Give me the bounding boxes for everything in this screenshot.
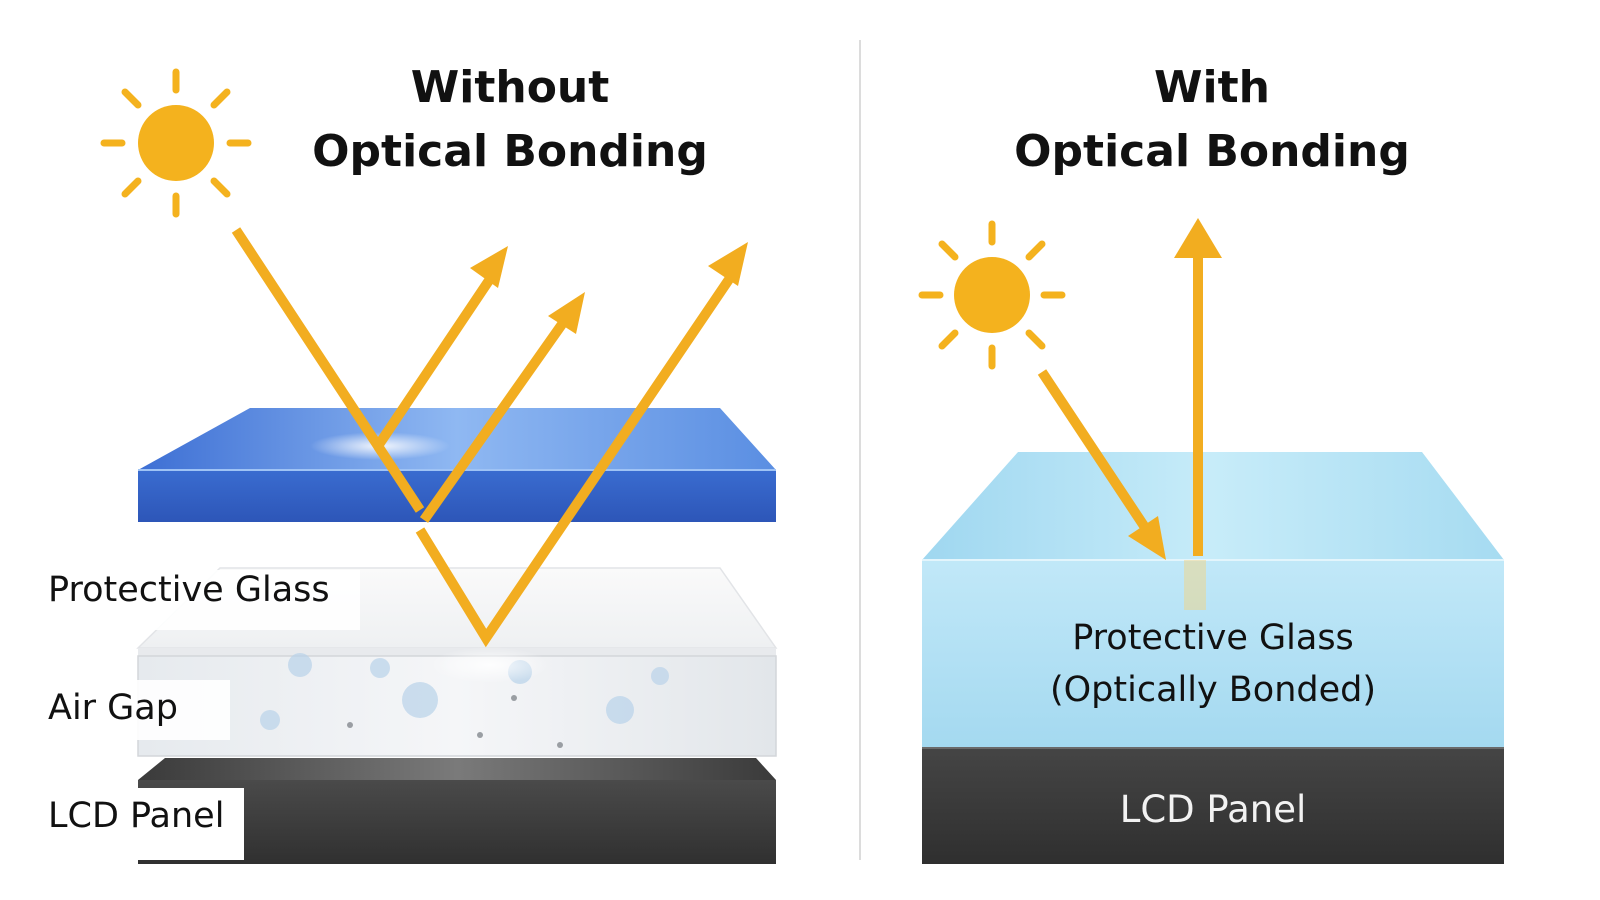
lcd-panel-label: LCD Panel: [48, 796, 225, 836]
center-divider: [859, 40, 861, 860]
with-bonding-title: With Optical Bonding: [982, 56, 1442, 184]
air-gap-layer: [137, 647, 777, 757]
lcd-panel-label: LCD Panel: [1119, 788, 1307, 831]
lcd-panel-slab: [922, 747, 1504, 864]
air-gap-label: Air Gap: [48, 688, 178, 728]
sun-icon: [918, 220, 1066, 370]
without-bonding-illustration: [100, 68, 778, 864]
transmitted-rays: [1037, 256, 1203, 556]
without-bonding-panel: Without Optical Bonding Protective Glass…: [48, 56, 778, 864]
without-bonding-title: Without Optical Bonding: [300, 56, 720, 184]
title-line-1: Without: [410, 62, 610, 113]
bonded-glass-label: Protective Glass (Optically Bonded): [922, 612, 1504, 716]
reflection-rays: [231, 227, 739, 648]
sun-icon: [100, 68, 252, 218]
ray-arrowheads: [470, 242, 748, 334]
bonded-glass-label-line-2: (Optically Bonded): [1049, 670, 1377, 710]
bonded-glass-label-line-1: Protective Glass: [1072, 618, 1354, 658]
bonded-glass-block: [922, 452, 1504, 748]
ray-arrowheads: [1128, 218, 1222, 560]
lcd-panel-slab: [138, 758, 776, 864]
with-bonding-panel: With Optical Bonding Protective Glass (O…: [862, 0, 1600, 900]
protective-glass-label: Protective Glass: [48, 570, 330, 610]
title-line-1: With: [1154, 62, 1270, 113]
with-bonding-illustration: [918, 218, 1504, 864]
title-line-2: Optical Bonding: [312, 126, 708, 177]
title-line-2: Optical Bonding: [1014, 126, 1410, 177]
